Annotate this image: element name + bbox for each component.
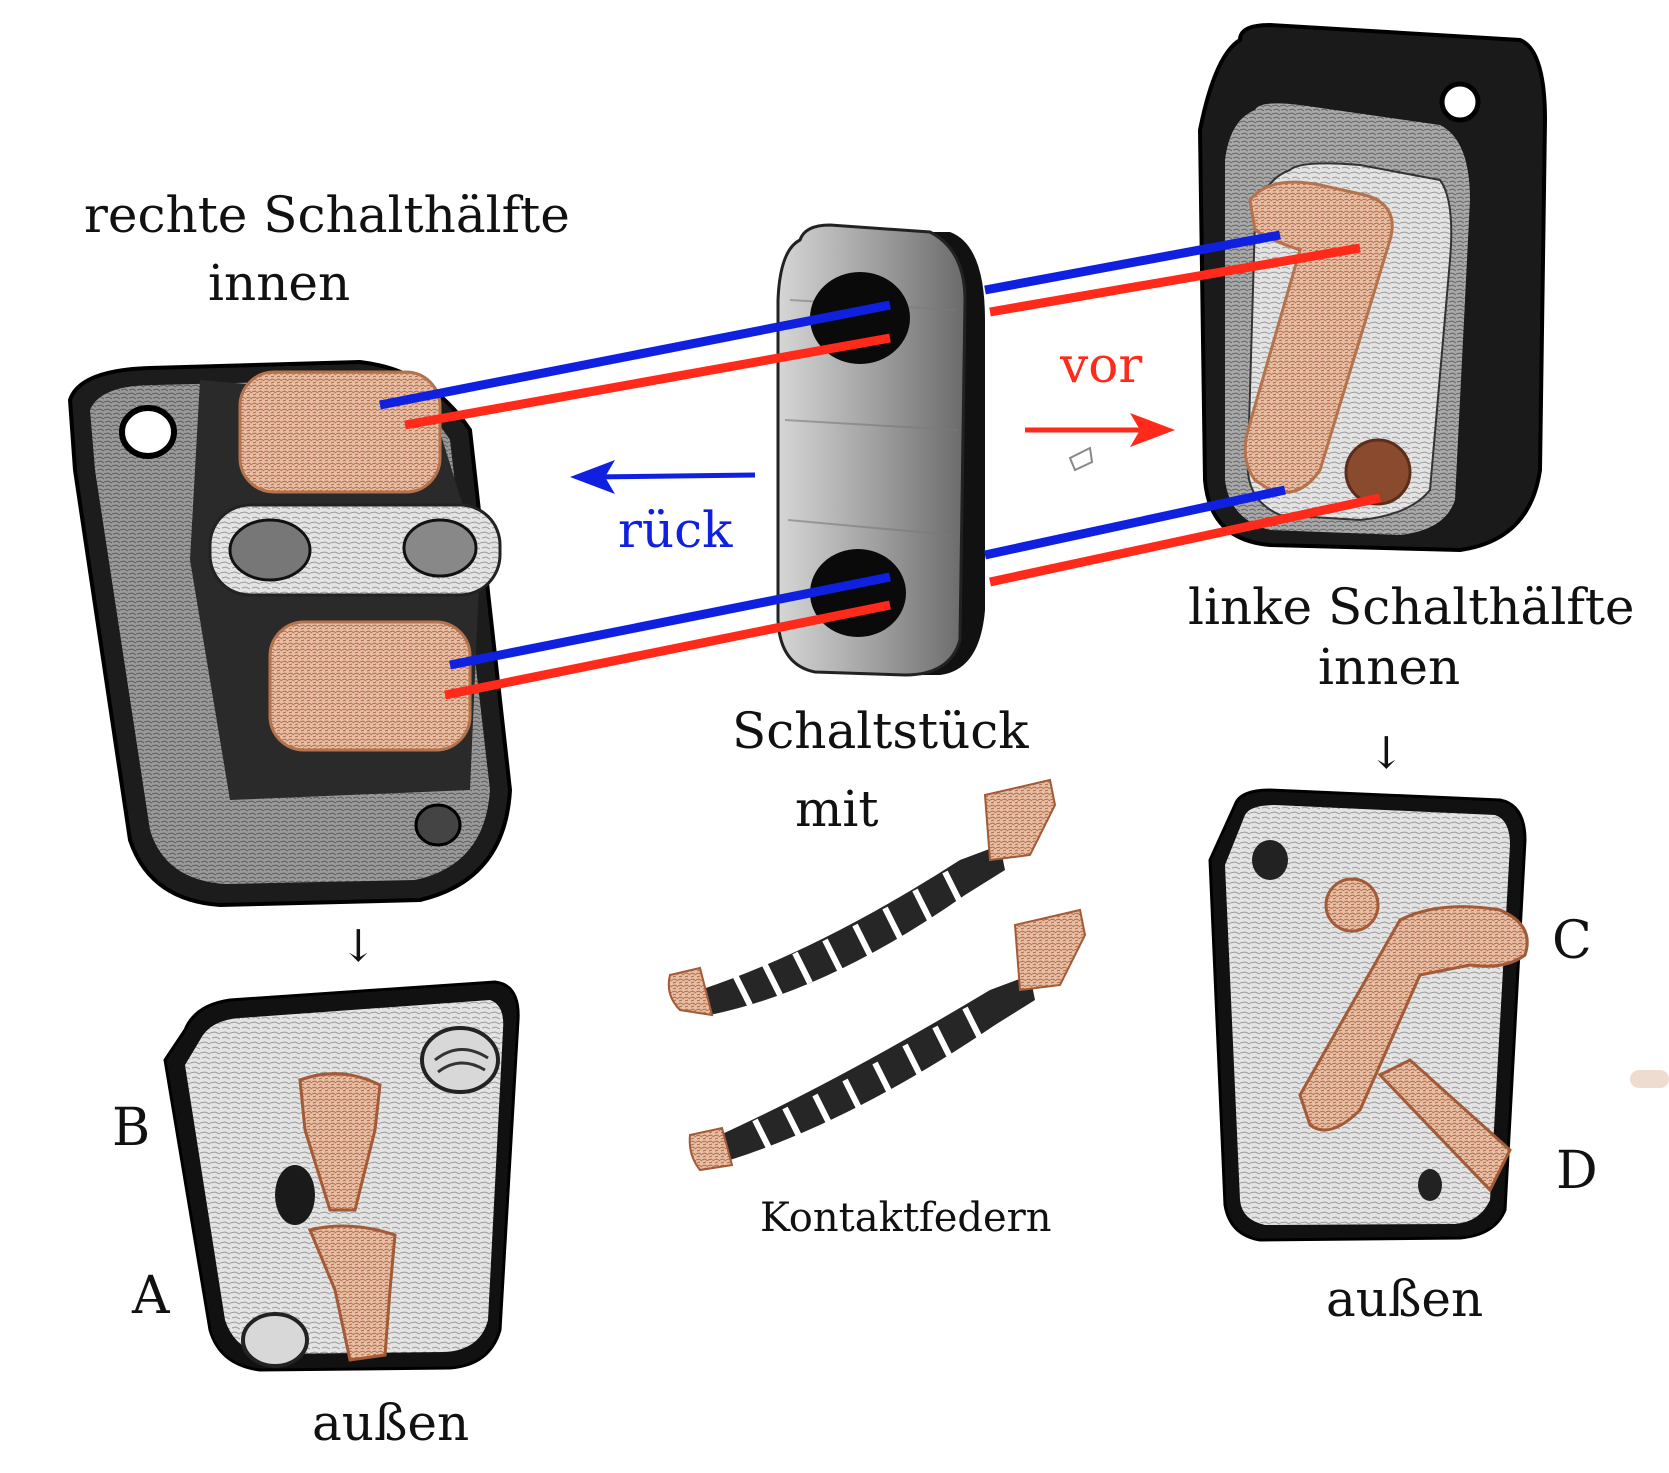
right-switch-half-inner bbox=[67, 359, 513, 908]
lower-red-line bbox=[444, 493, 1381, 700]
mount-hole-icon bbox=[1252, 840, 1288, 880]
down-arrow-right: ↓ bbox=[1368, 728, 1405, 779]
mount-hole-icon bbox=[119, 405, 177, 459]
edge-mark bbox=[1630, 1070, 1669, 1088]
contact-piece-title-line2: mit bbox=[795, 780, 879, 838]
copper-rivet-icon bbox=[1344, 438, 1412, 506]
terminal-b-screw bbox=[298, 1072, 382, 1212]
outside-label-left: außen bbox=[312, 1394, 470, 1452]
terminal-b-label: B bbox=[112, 1098, 151, 1158]
terminal-d-bar bbox=[1377, 1058, 1512, 1193]
forward-label: vor bbox=[1060, 336, 1143, 394]
terminal-c-bar bbox=[1298, 905, 1529, 1132]
terminal-d-label: D bbox=[1556, 1141, 1598, 1201]
contact-spring-upper bbox=[667, 778, 1057, 1017]
terminal-a-screw bbox=[307, 1224, 397, 1362]
copper-contact-bar bbox=[1243, 180, 1394, 494]
upper-blue-line bbox=[379, 230, 1281, 410]
upper-copper-contact bbox=[238, 370, 442, 494]
left-half-title-line1: linke Schalthälfte bbox=[1188, 578, 1635, 636]
contact-piece-title-line1: Schaltstück bbox=[732, 702, 1029, 760]
upper-red-line bbox=[404, 243, 1361, 430]
terminal-a-label: A bbox=[132, 1266, 170, 1326]
right-half-title-line1: rechte Schalthälfte bbox=[84, 186, 570, 244]
contact-piece bbox=[776, 223, 985, 677]
right-half-outside bbox=[163, 980, 520, 1372]
terminal-c-label: C bbox=[1552, 911, 1592, 971]
springs-label: Kontaktfedern bbox=[760, 1195, 1052, 1241]
down-arrow-left: ↓ bbox=[340, 921, 377, 972]
left-half-outside bbox=[1208, 788, 1529, 1242]
rivet-icon bbox=[414, 803, 462, 847]
outside-label-right: außen bbox=[1326, 1270, 1484, 1328]
forward-arrow bbox=[1025, 413, 1175, 447]
contact-spring-lower bbox=[688, 908, 1087, 1172]
mount-hole-icon bbox=[1439, 81, 1481, 123]
left-half-title-line2: innen bbox=[1318, 638, 1461, 696]
right-half-title-line2: innen bbox=[208, 254, 351, 312]
lower-copper-contact bbox=[268, 620, 472, 752]
backward-arrow bbox=[570, 460, 756, 494]
left-switch-half-inner bbox=[1197, 22, 1548, 553]
lower-blue-line bbox=[449, 485, 1286, 670]
backward-label: rück bbox=[618, 501, 733, 559]
